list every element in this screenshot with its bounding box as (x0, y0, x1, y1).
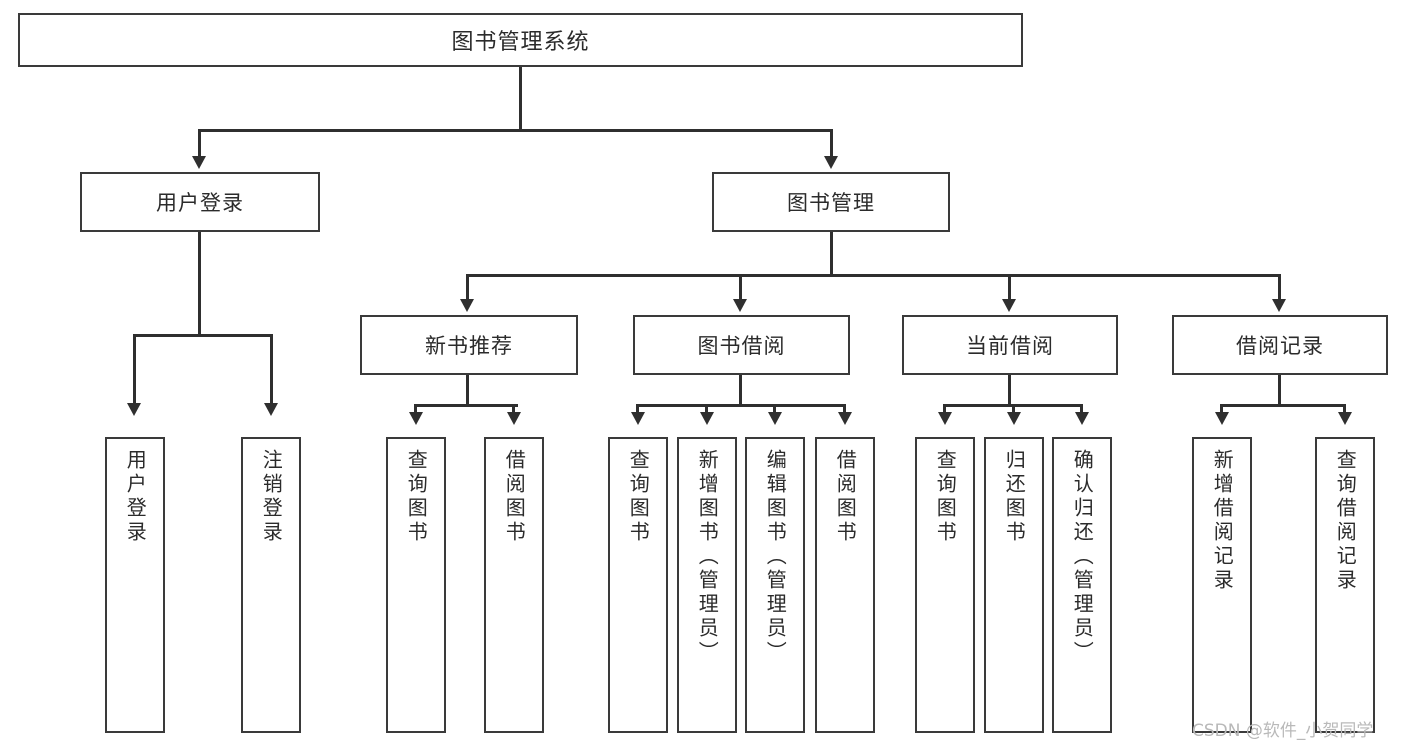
connector-current-borrow-bus (943, 404, 1080, 407)
leaf-add-book-admin[interactable]: 新增图书（管理员） (677, 437, 737, 733)
connector-root-to-book-management (830, 129, 833, 159)
leaf-borrow-book-recommend-label: 借阅图书 (502, 449, 527, 545)
arrow-bm-to-book-borrow (733, 299, 747, 312)
connector-bb-to-leaf-4 (843, 404, 846, 416)
connector-user-login-to-leaf-2 (270, 334, 273, 406)
connector-bm-to-borrow-record (1278, 274, 1281, 302)
connector-cb-to-leaf-2 (1012, 404, 1015, 416)
leaf-user-login-label: 用户登录 (123, 449, 148, 545)
connector-root-to-user-login (198, 129, 201, 159)
arrow-bm-to-new-book (460, 299, 474, 312)
node-user-login[interactable]: 用户登录 (80, 172, 320, 232)
connector-nb-to-leaf-1 (414, 404, 417, 416)
connector-user-login-bus (133, 334, 273, 337)
leaf-query-book-recommend[interactable]: 查询图书 (386, 437, 446, 733)
leaf-edit-book-admin[interactable]: 编辑图书（管理员） (745, 437, 805, 733)
leaf-logout-label: 注销登录 (259, 449, 284, 545)
leaf-query-book-borrow[interactable]: 查询图书 (608, 437, 668, 733)
node-borrow-record-label: 借阅记录 (1236, 334, 1324, 358)
connector-br-to-leaf-1 (1220, 404, 1223, 416)
leaf-borrow-book[interactable]: 借阅图书 (815, 437, 875, 733)
node-book-management[interactable]: 图书管理 (712, 172, 950, 232)
node-book-management-label: 图书管理 (787, 191, 875, 215)
leaf-query-book-borrow-label: 查询图书 (626, 449, 651, 545)
node-user-login-label: 用户登录 (156, 191, 244, 215)
node-root-label: 图书管理系统 (451, 30, 590, 55)
arrow-cb-to-leaf-2 (1007, 412, 1021, 425)
node-current-borrow-label: 当前借阅 (966, 334, 1054, 358)
arrow-root-to-user-login (192, 156, 206, 169)
arrow-bm-to-borrow-record (1272, 299, 1286, 312)
connector-nb-to-leaf-2 (512, 404, 515, 416)
connector-bb-to-leaf-3 (773, 404, 776, 416)
leaf-return-book-label: 归还图书 (1002, 449, 1027, 545)
connector-book-borrow-stem (739, 375, 742, 407)
connector-user-login-stem (198, 232, 201, 337)
connector-borrow-record-stem (1278, 375, 1281, 407)
arrow-cb-to-leaf-3 (1075, 412, 1089, 425)
node-new-book-recommend-label: 新书推荐 (425, 334, 513, 358)
connector-book-management-stem (830, 232, 833, 277)
leaf-query-book-recommend-label: 查询图书 (404, 449, 429, 545)
connector-br-to-leaf-2 (1343, 404, 1346, 416)
arrow-bb-to-leaf-4 (838, 412, 852, 425)
leaf-borrow-book-label: 借阅图书 (833, 449, 858, 545)
leaf-user-login[interactable]: 用户登录 (105, 437, 165, 733)
node-new-book-recommend[interactable]: 新书推荐 (360, 315, 578, 375)
leaf-confirm-return-admin[interactable]: 确认归还（管理员） (1052, 437, 1112, 733)
arrow-nb-to-leaf-2 (507, 412, 521, 425)
arrow-bb-to-leaf-2 (700, 412, 714, 425)
arrow-bb-to-leaf-1 (631, 412, 645, 425)
arrow-user-login-to-leaf-2 (264, 403, 278, 416)
node-current-borrow[interactable]: 当前借阅 (902, 315, 1118, 375)
leaf-borrow-book-recommend[interactable]: 借阅图书 (484, 437, 544, 733)
connector-bm-to-current-borrow (1008, 274, 1011, 302)
arrow-bm-to-current-borrow (1002, 299, 1016, 312)
node-borrow-record[interactable]: 借阅记录 (1172, 315, 1388, 375)
leaf-confirm-return-admin-label: 确认归还（管理员） (1070, 449, 1095, 665)
arrow-br-to-leaf-1 (1215, 412, 1229, 425)
node-book-borrow-label: 图书借阅 (697, 334, 786, 358)
connector-root-stem (519, 67, 522, 131)
connector-bm-to-book-borrow (739, 274, 742, 302)
arrow-nb-to-leaf-1 (409, 412, 423, 425)
connector-current-borrow-stem (1008, 375, 1011, 407)
connector-bb-to-leaf-1 (636, 404, 639, 416)
leaf-query-book-current[interactable]: 查询图书 (915, 437, 975, 733)
arrow-br-to-leaf-2 (1338, 412, 1352, 425)
connector-bm-to-new-book (466, 274, 469, 302)
arrow-bb-to-leaf-3 (768, 412, 782, 425)
leaf-edit-book-admin-label: 编辑图书（管理员） (763, 449, 788, 665)
leaf-logout[interactable]: 注销登录 (241, 437, 301, 733)
leaf-query-borrow-record[interactable]: 查询借阅记录 (1315, 437, 1375, 733)
connector-cb-to-leaf-1 (943, 404, 946, 416)
connector-bb-to-leaf-2 (705, 404, 708, 416)
arrow-cb-to-leaf-1 (938, 412, 952, 425)
node-root[interactable]: 图书管理系统 (18, 13, 1023, 67)
connector-user-login-to-leaf-1 (133, 334, 136, 406)
leaf-add-borrow-record-label: 新增借阅记录 (1210, 449, 1235, 593)
connector-new-book-bus (414, 404, 518, 407)
connector-borrow-record-bus (1220, 404, 1345, 407)
connector-cb-to-leaf-3 (1080, 404, 1083, 416)
leaf-query-borrow-record-label: 查询借阅记录 (1333, 449, 1358, 593)
leaf-return-book[interactable]: 归还图书 (984, 437, 1044, 733)
connector-book-management-bus (466, 274, 1280, 277)
connector-root-bus (198, 129, 832, 132)
arrow-root-to-book-management (824, 156, 838, 169)
node-book-borrow[interactable]: 图书借阅 (633, 315, 850, 375)
arrow-user-login-to-leaf-1 (127, 403, 141, 416)
connector-book-borrow-bus (636, 404, 845, 407)
connector-new-book-stem (466, 375, 469, 407)
leaf-query-book-current-label: 查询图书 (933, 449, 958, 545)
leaf-add-book-admin-label: 新增图书（管理员） (695, 449, 720, 665)
leaf-add-borrow-record[interactable]: 新增借阅记录 (1192, 437, 1252, 733)
